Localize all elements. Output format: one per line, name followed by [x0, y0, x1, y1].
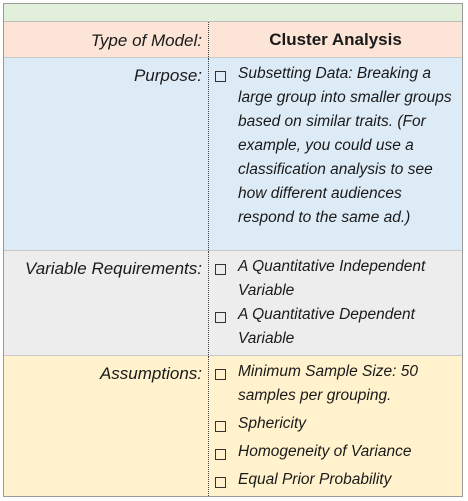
top-band [4, 4, 462, 22]
checkbox-square-icon [215, 449, 226, 460]
assumptions-label: Assumptions: [4, 356, 209, 496]
assumption-text: Sphericity [238, 415, 307, 432]
assumption-text: Homogeneity of Variance [238, 443, 412, 460]
assumption-text: Minimum Sample Size: 50 samples per grou… [238, 363, 419, 404]
checkbox-square-icon [215, 477, 226, 488]
checkbox-square-icon [215, 312, 226, 323]
variable-requirement-item: A Quantitative Dependent Variable [215, 303, 456, 351]
checkbox-square-icon [215, 369, 226, 380]
model-summary-table: Type of Model: Cluster Analysis Purpose:… [3, 3, 463, 497]
variable-requirement-text: A Quantitative Independent Variable [238, 258, 426, 299]
variable-requirement-item: A Quantitative Independent Variable [215, 255, 456, 303]
purpose-label: Purpose: [4, 58, 209, 250]
type-of-model-value: Cluster Analysis [269, 30, 402, 49]
checkbox-square-icon [215, 71, 226, 82]
type-of-model-label: Type of Model: [4, 22, 209, 57]
variable-requirement-text: A Quantitative Dependent Variable [238, 306, 415, 347]
purpose-item-text: Subsetting Data: Breaking a large group … [238, 65, 452, 226]
assumption-item: Minimum Sample Size: 50 samples per grou… [215, 360, 456, 408]
variable-requirements-label: Variable Requirements: [4, 251, 209, 355]
variable-requirements-row: Variable Requirements: A Quantitative In… [4, 251, 462, 356]
checkbox-square-icon [215, 264, 226, 275]
purpose-list: Subsetting Data: Breaking a large group … [209, 58, 462, 250]
variable-requirements-list: A Quantitative Independent Variable A Qu… [209, 251, 462, 355]
assumption-item: Equal Prior Probability [215, 468, 456, 492]
checkbox-square-icon [215, 421, 226, 432]
assumptions-list: Minimum Sample Size: 50 samples per grou… [209, 356, 462, 496]
purpose-row: Purpose: Subsetting Data: Breaking a lar… [4, 58, 462, 251]
purpose-item: Subsetting Data: Breaking a large group … [215, 62, 456, 230]
assumptions-row: Assumptions: Minimum Sample Size: 50 sam… [4, 356, 462, 496]
assumption-text: Equal Prior Probability [238, 471, 392, 488]
assumption-item: Sphericity [215, 412, 456, 436]
type-of-model-row: Type of Model: Cluster Analysis [4, 22, 462, 58]
assumption-item: Homogeneity of Variance [215, 440, 456, 464]
